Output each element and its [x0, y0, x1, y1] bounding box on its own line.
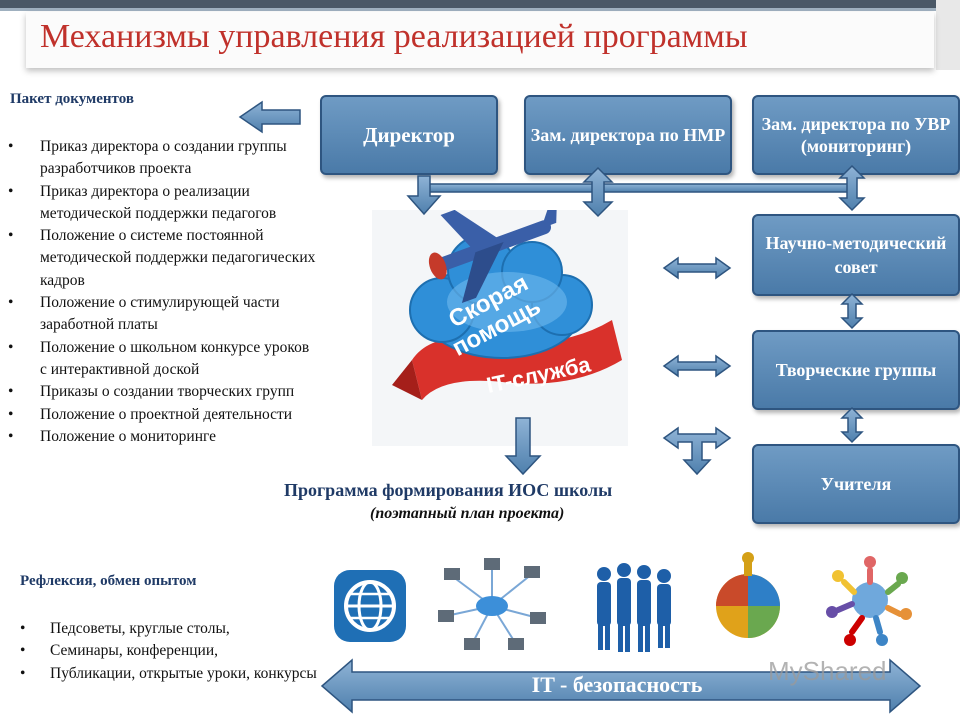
documents-item: Приказ директора о создании группы разра… [8, 136, 318, 181]
program-subtitle: (поэтапный план проекта) [370, 505, 565, 522]
science-council-box: Научно-методический совет [752, 214, 960, 296]
reflection-heading: Рефлексия, обмен опытом [20, 573, 197, 589]
people-icon [597, 563, 671, 652]
deputy-uvr-box: Зам. директора по УВР (мониторинг) [752, 95, 960, 175]
documents-heading: Пакет документов [10, 91, 134, 107]
arrow-logo-council [662, 256, 732, 280]
globe-icon [334, 570, 406, 642]
watermark: MyShared [768, 656, 887, 686]
deputy-nmr-box: Зам. директора по НМР [524, 95, 732, 175]
director-box: Директор [320, 95, 498, 175]
documents-item: Положение о школьном конкурсе уроков с и… [8, 337, 318, 382]
documents-item: Положение о стимулирующей части заработн… [8, 292, 318, 337]
network-icon [438, 558, 546, 650]
it-service-logo: Скорая помощь IT-служба [372, 195, 628, 446]
creative-groups-box: Творческие группы [752, 330, 960, 410]
puzzle-globe-icon [716, 552, 780, 638]
page-title: Механизмы управления реализацией програм… [40, 18, 748, 55]
right-decoration [936, 0, 960, 70]
connector-bar [423, 183, 855, 193]
team-circle-icon [826, 556, 912, 646]
arrow-director-down [406, 175, 442, 216]
reflection-item: Публикации, открытые уроки, конкурсы [20, 663, 320, 686]
documents-item: Положение о системе постоянной методичес… [8, 225, 318, 292]
documents-item: Приказ директора о реализации методическ… [8, 181, 318, 226]
arrow-logo-teachers [662, 426, 732, 476]
title-panel [26, 12, 934, 68]
it-security-label: IT - безопасность [531, 672, 703, 697]
teachers-box: Учителя [752, 444, 960, 524]
arrow-groups-teachers [840, 406, 864, 444]
arrow-uvr-double [838, 164, 866, 212]
arrow-council-groups [840, 292, 864, 330]
reflection-list: Педсоветы, круглые столы, Семинары, конф… [20, 618, 320, 685]
documents-list: Приказ директора о создании группы разра… [8, 136, 318, 448]
arrow-it-security [320, 658, 922, 714]
top-bar [0, 0, 960, 8]
arrow-logo-down [504, 417, 542, 476]
arrow-logo-groups [662, 354, 732, 378]
program-title: Программа формирования ИОС школы [284, 480, 613, 500]
reflection-item: Педсоветы, круглые столы, [20, 618, 320, 641]
arrow-to-documents [238, 100, 301, 134]
arrow-nmr-double [582, 166, 614, 218]
documents-item: Положение о проектной деятельности [8, 404, 318, 427]
reflection-item: Семинары, конференции, [20, 640, 320, 663]
documents-item: Положение о мониторинге [8, 426, 318, 449]
documents-item: Приказы о создании творческих групп [8, 381, 318, 404]
top-stripe [0, 8, 960, 11]
